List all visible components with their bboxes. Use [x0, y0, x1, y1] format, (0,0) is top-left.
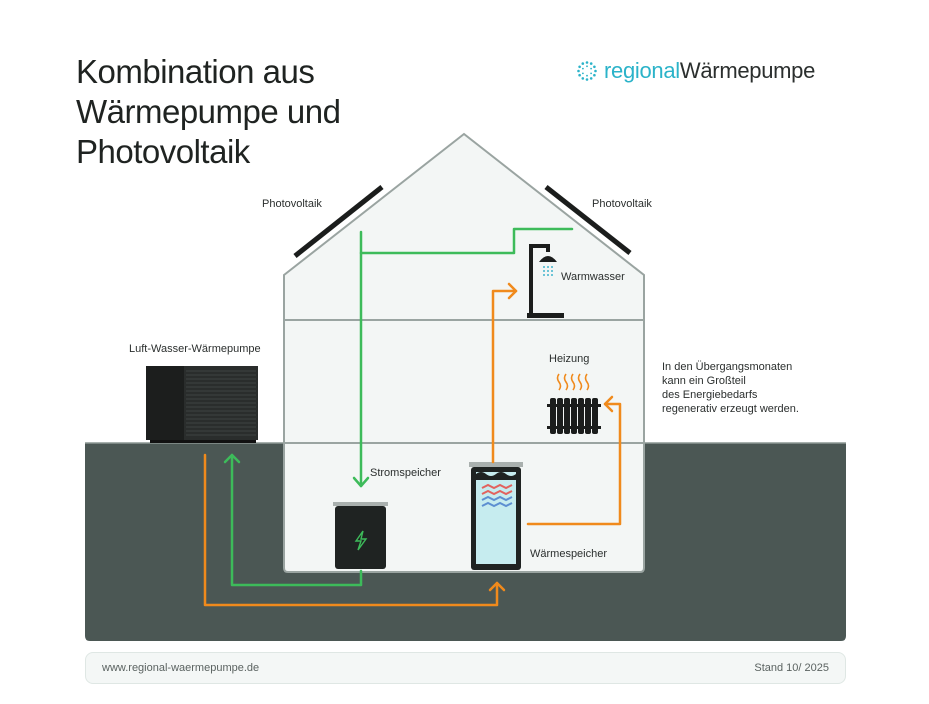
- note-line-1: In den Übergangsmonaten: [662, 361, 792, 373]
- lightning-icon: [354, 530, 368, 551]
- label-heat-pump: Luft-Wasser-Wärmepumpe: [129, 343, 261, 355]
- logo-text-accent: regional: [604, 58, 680, 83]
- footer-stand: Stand 10/ 2025: [754, 662, 829, 674]
- logo-text-rest: Wärmepumpe: [679, 58, 816, 83]
- heat-storage-tank: [469, 462, 523, 570]
- title-line-2: Wärmepumpe und: [76, 93, 341, 130]
- label-waermespeicher: Wärmespeicher: [530, 548, 607, 560]
- page-title: Kombination aus Wärmepumpe und Photovolt…: [76, 52, 436, 172]
- label-pv-right: Photovoltaik: [592, 198, 652, 210]
- shower-icon: [527, 244, 564, 318]
- label-pv-left: Photovoltaik: [262, 198, 322, 210]
- title-line-3: Photovoltaik: [76, 133, 250, 170]
- footer-url[interactable]: www.regional-waermepumpe.de: [102, 662, 260, 674]
- note-line-4: regenerativ erzeugt werden.: [662, 403, 799, 415]
- radiator-icon: [547, 373, 601, 434]
- house-outline: [283, 132, 645, 573]
- pv-panel-right: [544, 185, 632, 255]
- title-line-1: Kombination aus: [76, 53, 315, 90]
- heat-pump-unit: [146, 366, 258, 443]
- note-text: In den Übergangsmonaten kann ein Großtei…: [662, 361, 799, 415]
- note-line-2: kann ein Großteil: [662, 375, 746, 387]
- green-flow: [223, 227, 574, 587]
- battery-storage: [333, 502, 388, 569]
- sun-ring-icon: [577, 61, 597, 81]
- label-heizung: Heizung: [549, 353, 589, 365]
- footer-bar: www.regional-waermepumpe.de Stand 10/ 20…: [85, 652, 846, 684]
- note-line-3: des Energiebedarfs: [662, 389, 758, 401]
- orange-flow: [203, 282, 622, 607]
- label-stromspeicher: Stromspeicher: [370, 467, 441, 479]
- brand-logo[interactable]: regionalWärmepumpe: [576, 57, 815, 85]
- pv-panel-left: [293, 185, 384, 258]
- label-warmwasser: Warmwasser: [561, 271, 625, 283]
- logo-text: regionalWärmepumpe: [604, 58, 815, 84]
